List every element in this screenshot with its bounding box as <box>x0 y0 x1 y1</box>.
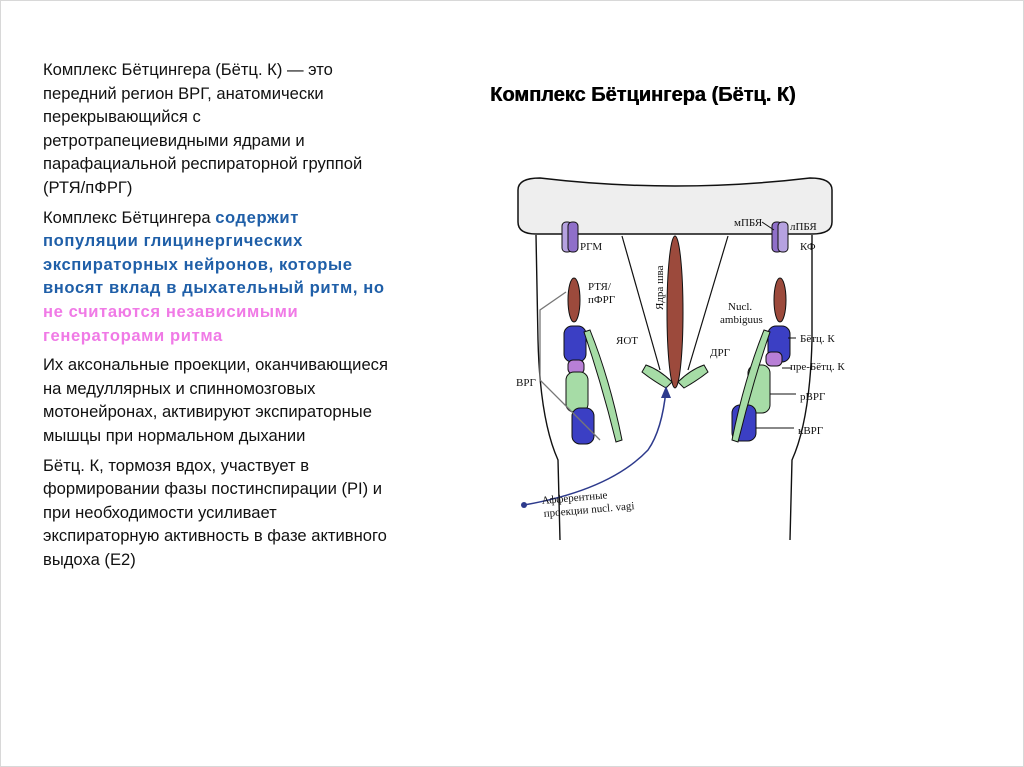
rtn-nucleus-right <box>774 278 786 322</box>
nts-right <box>678 365 708 388</box>
label-rtya-2: пФРГ <box>588 294 615 306</box>
label-kvrg: кВРГ <box>798 425 823 437</box>
botzinger-left <box>564 326 586 362</box>
text-column: Комплекс Бётцингера (Бётц. К) — это пере… <box>43 58 388 577</box>
diagram-title: Комплекс Бётцингера (Бётц. К) <box>490 84 910 107</box>
paragraph-projections: Их аксональные проекции, оканчивающиеся … <box>43 353 388 447</box>
paragraph-intro: Комплекс Бётцингера (Бётц. К) — это пере… <box>43 58 388 200</box>
rvrg-left <box>566 372 588 412</box>
rgm-nucleus <box>562 222 578 252</box>
afferent-origin-dot <box>521 502 527 508</box>
label-betz: Бётц. К <box>800 333 835 345</box>
label-yot: ЯОТ <box>616 335 638 347</box>
rtn-nucleus-left <box>568 278 580 322</box>
label-mpbya: мПБЯ <box>734 217 763 229</box>
label-rgm: РГМ <box>580 241 602 253</box>
label-drg: ДРГ <box>710 347 730 359</box>
label-kf: КФ <box>800 241 816 253</box>
afferent-arrowhead <box>661 386 671 398</box>
paragraph-function: Бётц. К, тормозя вдох, участвует в форми… <box>43 454 388 572</box>
label-rtya-1: РТЯ/ <box>588 281 612 293</box>
label-pre-betz: пре-Бётц. К <box>790 361 845 373</box>
label-rvrg: рВРГ <box>800 391 825 403</box>
contains-highlight-pink: не считаются независимыми генераторами р… <box>43 302 298 345</box>
brainstem-diagram: Ядра шва РГМ мПБЯ лПБЯ КФ РТЯ/ пФРГ Nucl… <box>500 160 875 550</box>
cvrg-left <box>572 408 594 444</box>
prebotzinger-right <box>766 352 782 366</box>
label-nucl-2: ambiguus <box>720 314 763 326</box>
nts-left <box>642 365 672 388</box>
label-vrg: ВРГ <box>516 377 536 389</box>
raphe-label: Ядра шва <box>654 265 666 310</box>
afferent-arrow <box>524 390 666 505</box>
pbn-nucleus <box>772 222 788 252</box>
raphe-nucleus <box>667 236 683 388</box>
contains-plain: Комплекс Бётцингера <box>43 208 215 227</box>
label-nucl-1: Nucl. <box>728 301 752 313</box>
label-lpbya: лПБЯ <box>790 221 817 233</box>
paragraph-contains: Комплекс Бётцингера содержит популяции г… <box>43 206 388 348</box>
